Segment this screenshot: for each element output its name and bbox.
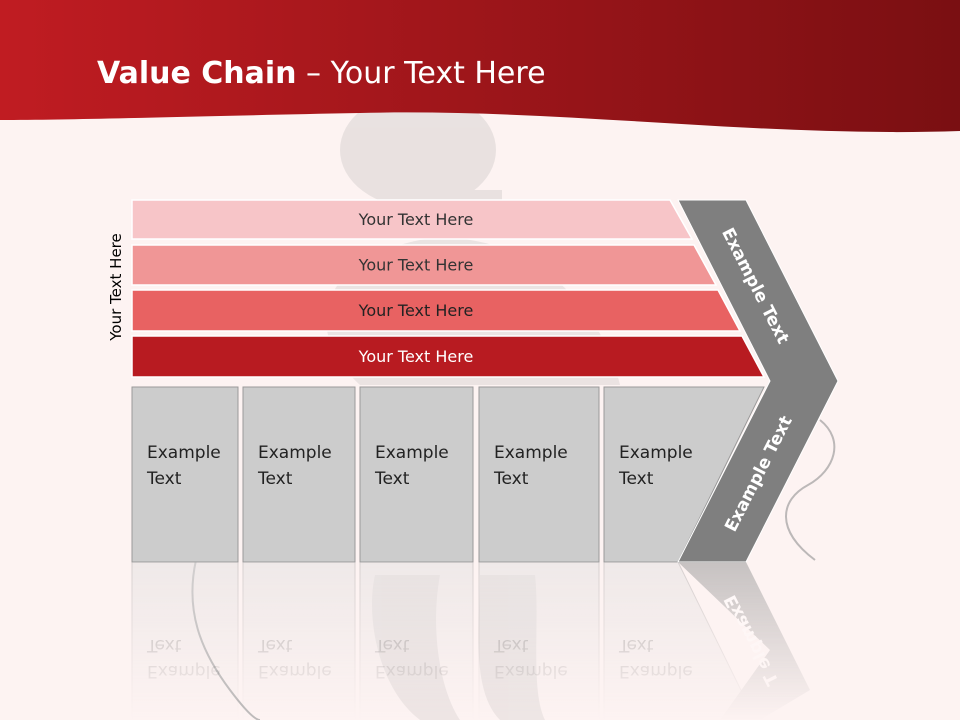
primary-box-reflection-1: Example Text [131,561,239,720]
primary-box-line2-4: Text [493,469,529,489]
primary-box-reflection-5: Example Text [603,561,757,720]
support-bar-label-3: Your Text Here [358,301,474,320]
page-title: Value Chain – Your Text Here [97,54,546,94]
support-bar-label-1: Your Text Here [358,210,474,229]
primary-box-reflection-line1-3: Example [375,661,449,681]
support-bar-3 [131,289,742,332]
support-bar-2 [131,244,718,286]
primary-box-line1-5: Example [619,443,693,463]
primary-box-line2-5: Text [618,469,654,489]
primary-box-reflection-line2-3: Text [374,635,410,655]
primary-box-reflection-line2-1: Text [146,635,182,655]
primary-box-reflection-3: Example Text [359,561,474,720]
support-bar-4 [131,335,766,378]
primary-box-line2-2: Text [257,469,293,489]
primary-box-reflection-2: Example Text [242,561,356,720]
primary-box-reflection-line1-1: Example [147,661,221,681]
title-bold: Value Chain [97,56,297,91]
support-bar-1 [131,199,694,240]
primary-box-reflection-line2-4: Text [493,635,529,655]
reflection: ExampleTextExampleTextExampleTextExample… [131,561,810,720]
primary-box-reflection-line1-5: Example [619,661,693,681]
primary-box-line1-1: Example [147,443,221,463]
primary-box-line1-4: Example [494,443,568,463]
primary-box-reflection-line2-2: Text [257,635,293,655]
title-rest: – Your Text Here [296,56,546,91]
margin-chevron-reflection [678,562,810,720]
primary-box-reflection-4: Example Text [478,561,600,720]
primary-box-line2-3: Text [374,469,410,489]
figure-cord [785,419,836,561]
primary-box-line2-1: Text [146,469,182,489]
primary-box-reflection-line1-2: Example [258,661,332,681]
primary-box-reflection-line2-5: Text [618,635,654,655]
side-label: Your Text Here [107,233,125,341]
primary-box-line1-3: Example [375,443,449,463]
primary-box-line1-2: Example [258,443,332,463]
support-bar-label-4: Your Text Here [358,347,474,366]
header-banner [0,0,960,133]
primary-box-reflection-line1-4: Example [494,661,568,681]
support-bar-label-2: Your Text Here [358,256,474,275]
